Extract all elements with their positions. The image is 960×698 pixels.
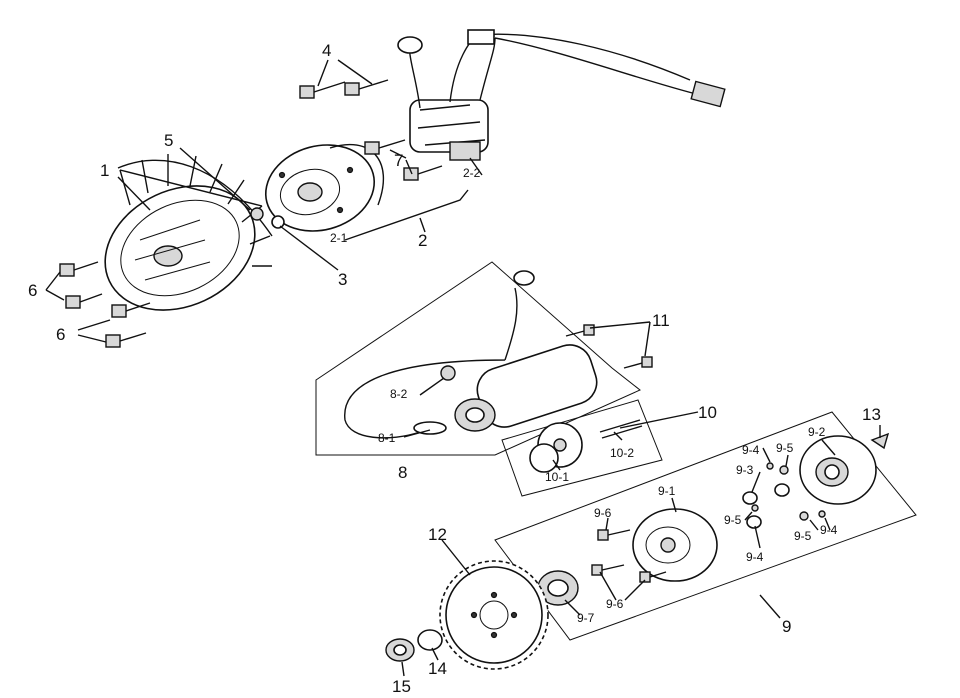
callout-9-6b: 9-6 [606, 597, 624, 611]
callout-9-5a: 9-5 [776, 441, 794, 455]
callout-6a: 6 [28, 281, 37, 300]
callout-14: 14 [428, 659, 447, 678]
callout-9-4a: 9-4 [742, 443, 760, 457]
callout-2-2: 2-2 [463, 166, 481, 180]
callout-11: 11 [652, 311, 670, 330]
callout-2: 2 [418, 231, 427, 250]
callout-12: 12 [428, 525, 447, 544]
flywheel-rotor [264, 143, 384, 232]
callout-3: 3 [338, 270, 347, 289]
callout-9-6a: 9-6 [594, 506, 612, 520]
callout-10-1: 10-1 [545, 470, 569, 484]
callout-4: 4 [322, 41, 331, 60]
callout-8-1: 8-1 [378, 431, 396, 445]
cooling-fan [104, 154, 273, 311]
callout-7: 7 [394, 151, 403, 170]
bolt-set-11 [565, 324, 653, 369]
callout-8: 8 [398, 463, 407, 482]
nut-5 [250, 207, 264, 221]
callout-9-7: 9-7 [577, 611, 595, 625]
leader-lines [45, 59, 881, 677]
bolt-set-7 [364, 139, 443, 181]
washer-3 [271, 215, 285, 229]
callout-9-4c: 9-4 [746, 550, 764, 564]
callout-1: 1 [100, 161, 109, 180]
clutch-housing [632, 508, 718, 582]
callout-9-1: 9-1 [658, 484, 676, 498]
callout-labels: 1 5 3 2 2-1 2-2 4 7 6 6 8 8-1 8-2 11 10 … [28, 41, 881, 696]
clutch-rollers-springs [742, 462, 826, 529]
starter-group-outline [315, 261, 641, 456]
callout-15: 15 [392, 677, 411, 696]
needle-bearing [537, 570, 579, 606]
callout-9: 9 [782, 617, 791, 636]
clutch-bolts [591, 529, 667, 583]
callout-2-1: 2-1 [330, 231, 348, 245]
callout-9-4b: 9-4 [820, 523, 838, 537]
callout-9-3: 9-3 [736, 463, 754, 477]
clutch-plate [799, 435, 877, 505]
bolt-set-6 [59, 261, 151, 348]
callout-5: 5 [164, 131, 173, 150]
callout-13: 13 [862, 405, 881, 424]
nut-15 [385, 638, 415, 662]
callout-6b: 6 [56, 325, 65, 344]
stator-pulser-coil [397, 29, 726, 161]
starter-motor [344, 270, 598, 439]
callout-9-5c: 9-5 [794, 529, 812, 543]
callout-9-5b: 9-5 [724, 513, 742, 527]
driven-gear [439, 560, 549, 670]
callout-9-2: 9-2 [808, 425, 826, 439]
callout-10: 10 [698, 403, 717, 422]
bolt-set-4 [299, 79, 389, 99]
starter-gear-outline [501, 399, 663, 497]
callout-10-2: 10-2 [610, 446, 634, 460]
starter-gear [529, 419, 643, 473]
callout-8-2: 8-2 [390, 387, 408, 401]
washer-14 [417, 629, 443, 651]
